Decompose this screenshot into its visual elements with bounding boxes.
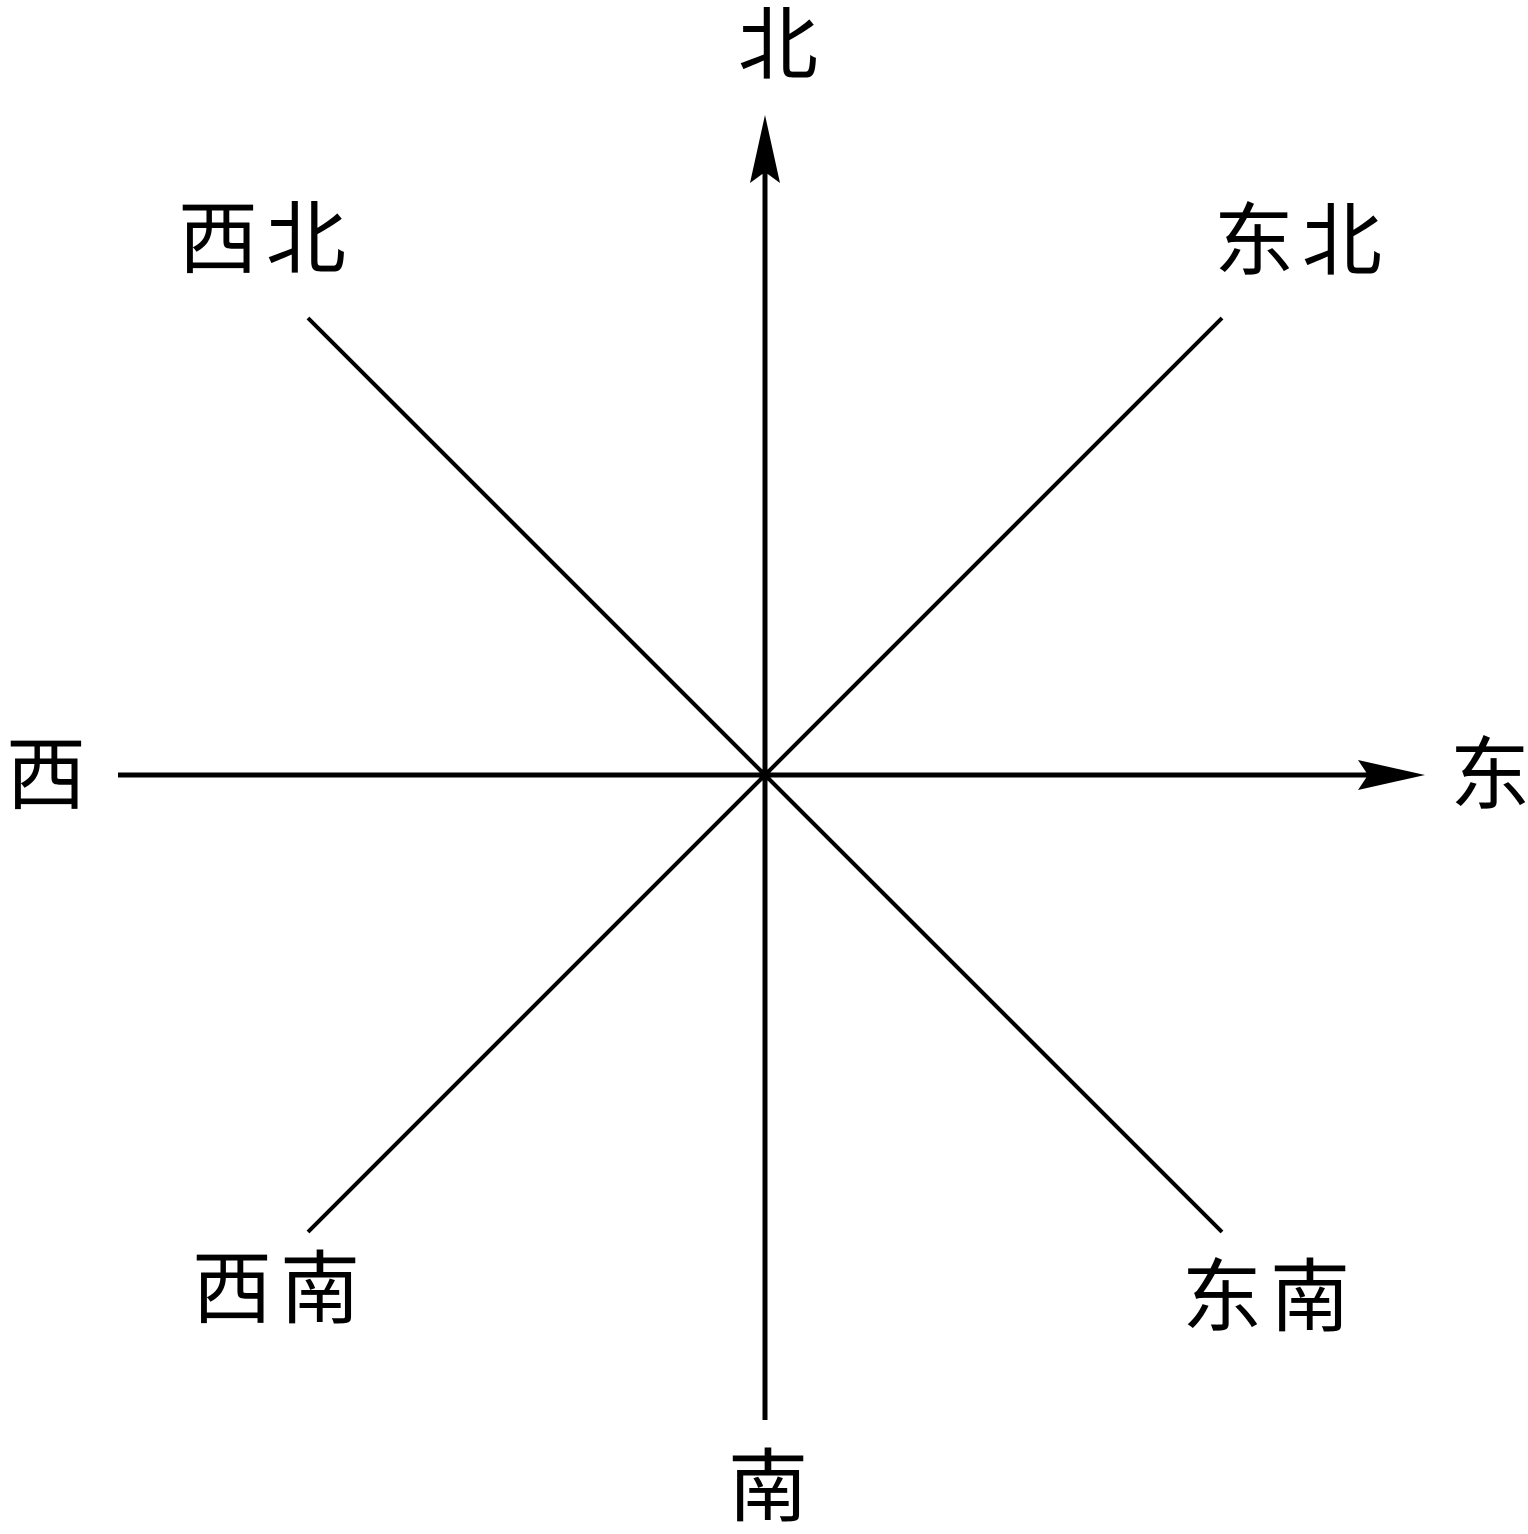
northeast-southwest-line	[306, 316, 1224, 1234]
label-northeast: 东北	[1214, 195, 1390, 288]
label-south: 南	[728, 1441, 816, 1534]
label-southwest: 西南	[192, 1243, 368, 1336]
label-east: 东	[1450, 729, 1528, 822]
label-northwest: 西北	[178, 193, 354, 286]
label-southeast: 东南	[1182, 1251, 1358, 1344]
east-arrowhead-icon	[1358, 760, 1425, 790]
north-arrowhead-icon	[750, 115, 780, 183]
label-north: 北	[738, 0, 826, 92]
label-west: 西	[6, 729, 94, 822]
